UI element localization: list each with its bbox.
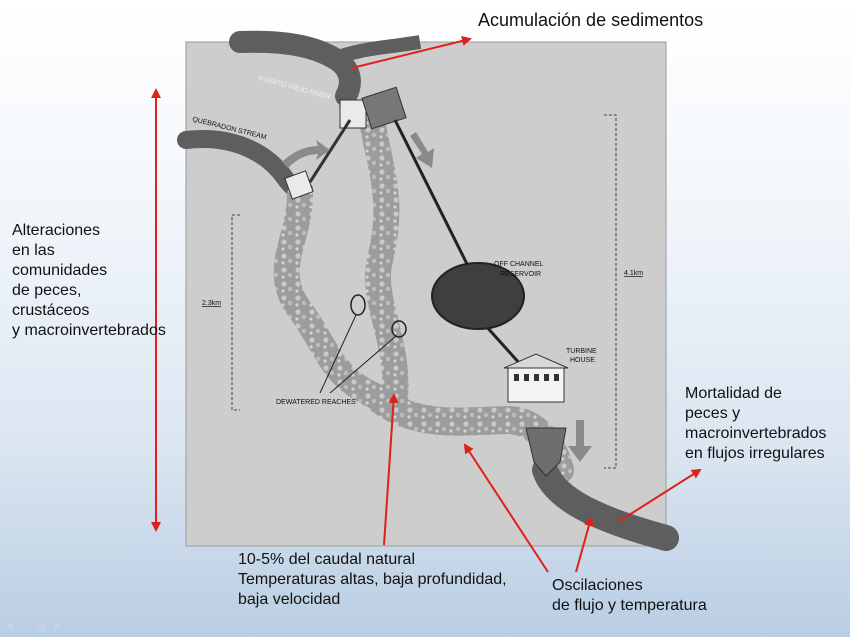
dewatered-reach-left	[273, 182, 398, 413]
river-branch	[327, 35, 422, 67]
bottom-center-line-2: Temperaturas altas, baja profundidad,	[238, 571, 507, 588]
label-turbine-1: TURBINE	[566, 348, 597, 355]
left-line-5: crustáceos	[12, 302, 90, 319]
label-sedimentos: Acumulación de sedimentos	[478, 10, 704, 30]
turbine-roof	[503, 353, 569, 369]
label-caudal: 10-5% del caudal natural Temperaturas al…	[238, 550, 507, 610]
label-alteraciones: Alteraciones en las comunidades de peces…	[12, 221, 166, 341]
flow-arrow-turbine	[568, 420, 592, 462]
label-turbine-2: HOUSE	[570, 357, 595, 364]
dewatered-reach-right	[359, 107, 409, 413]
label-dist-left: 2.3km	[202, 300, 221, 307]
dewatered-marker-2	[391, 320, 407, 338]
arrow-sedimentos	[351, 36, 472, 69]
menu-icon[interactable]: ▤	[36, 621, 47, 633]
left-line-2: en las	[12, 242, 55, 259]
left-line-6: y macroinvertebrados	[12, 322, 166, 339]
pen-icon[interactable]: ✎	[20, 621, 31, 633]
bracket-right	[604, 114, 617, 469]
bottom-right-line-2: de flujo y temperatura	[552, 597, 707, 614]
label-dewatered: DEWATERED REACHES	[276, 399, 356, 406]
right-line-3: macroinvertebrados	[685, 425, 827, 442]
arrow-caudal	[383, 393, 399, 546]
tailrace	[525, 427, 567, 477]
label-dist-right: 4.1km	[624, 270, 643, 277]
flow-arrow-stream	[282, 140, 330, 168]
off-channel-reservoir	[431, 262, 525, 330]
slide-controls: ◄ ✎ ▤ ►	[4, 620, 63, 633]
intake-puerto-viejo	[339, 99, 367, 129]
right-line-4: en flujos irregulares	[685, 445, 825, 462]
dewatered-marker-1	[350, 294, 366, 316]
label-mortalidad: Mortalidad de peces y macroinvertebrados…	[685, 384, 826, 464]
left-line-3: comunidades	[12, 262, 108, 279]
settling-basin	[361, 86, 407, 130]
bracket-left	[231, 214, 240, 411]
bottom-center-line-3: baja velocidad	[238, 591, 341, 608]
bottom-center-line-1: 10-5% del caudal natural	[238, 551, 416, 568]
lower-river	[532, 457, 679, 551]
conduit-stream	[308, 119, 352, 183]
right-line-1: Mortalidad de	[685, 385, 782, 402]
turbine-house	[507, 367, 565, 403]
arrow-mortalidad	[617, 468, 702, 523]
dewatered-pointer-2	[329, 335, 397, 394]
arrow-oscilaciones-2	[575, 516, 594, 573]
right-line-2: peces y	[685, 405, 741, 422]
headrace-pipe	[393, 119, 472, 271]
label-reservoir-2: RESERVOIR	[500, 271, 541, 278]
bottom-right-line-1: Oscilaciones	[552, 577, 643, 594]
arrow-oscilaciones	[463, 443, 549, 573]
map-panel	[185, 41, 667, 547]
label-reservoir-1: OFF CHANNEL	[494, 261, 544, 268]
prev-slide-icon[interactable]: ◄	[4, 620, 15, 632]
left-line-4: de peces,	[12, 282, 82, 299]
next-slide-icon[interactable]: ►	[52, 620, 64, 632]
label-oscilaciones: Oscilaciones de flujo y temperatura	[552, 576, 707, 616]
left-line-1: Alteraciones	[12, 222, 101, 239]
dewatered-pointer-1	[319, 314, 357, 394]
flow-arrow-pipe	[410, 132, 434, 168]
